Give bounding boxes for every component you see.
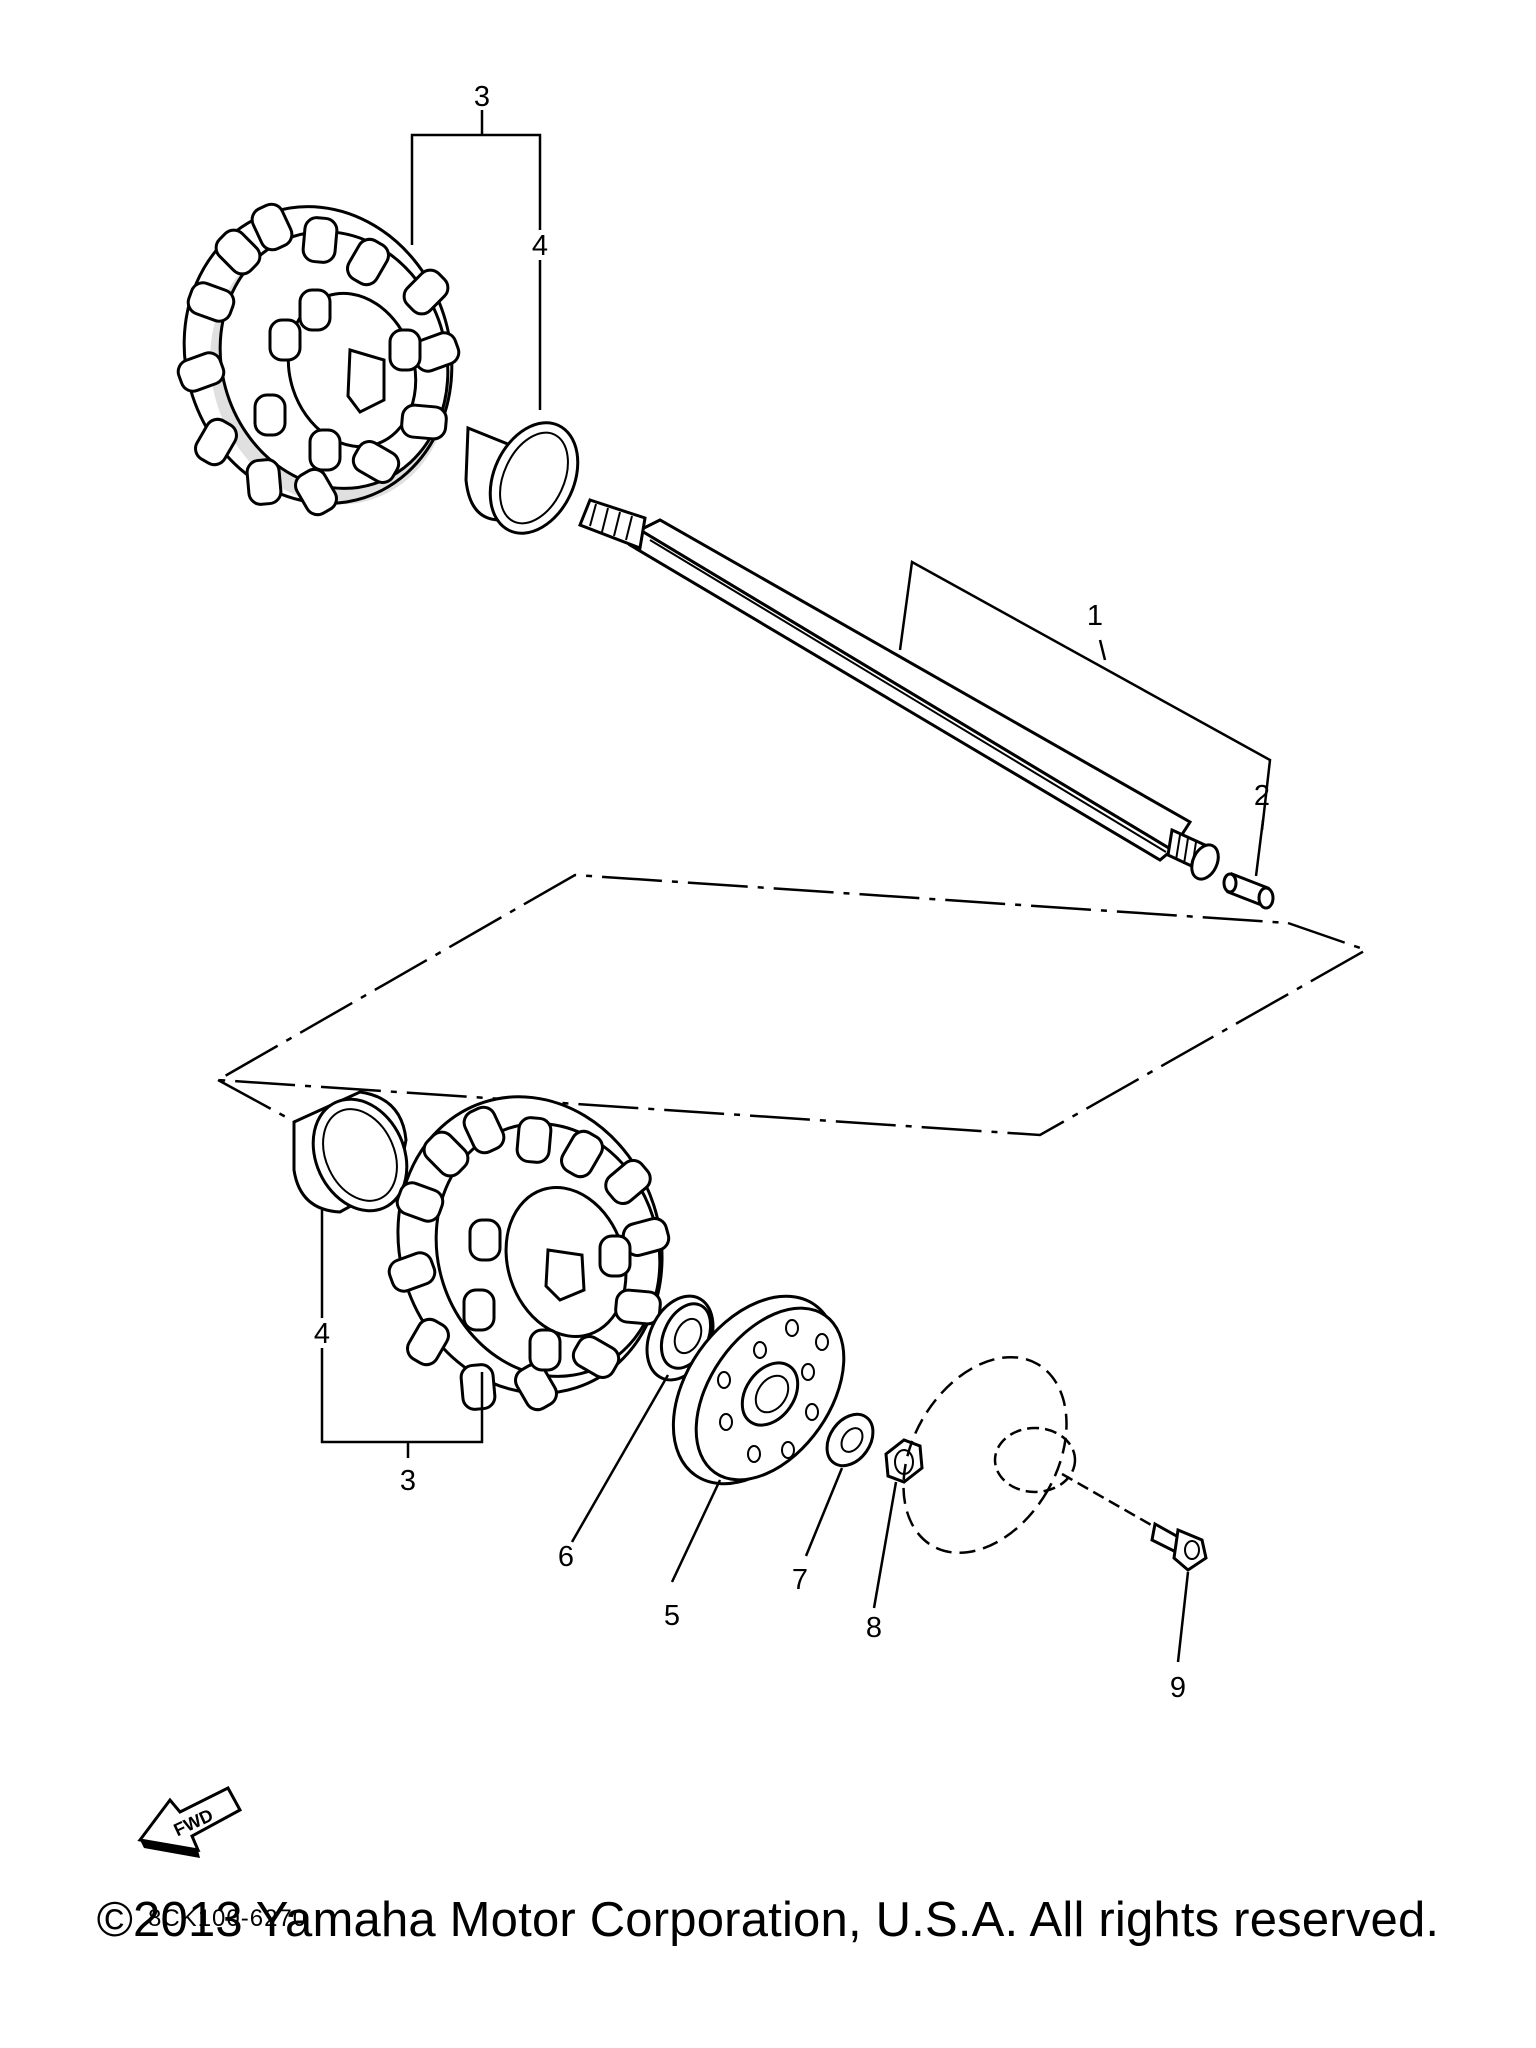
- washer: [825, 1412, 875, 1468]
- plate: [671, 1294, 846, 1486]
- plug: [1222, 871, 1275, 910]
- fwd-arrow-icon: FWD: [137, 1786, 243, 1858]
- copyright-notice: ©2013 Yamaha Motor Corporation, U.S.A. A…: [96, 1893, 1440, 1947]
- callout-4-lower: 4: [314, 1318, 330, 1350]
- callout-8: 8: [866, 1612, 882, 1644]
- lower-sprocket: [387, 1095, 671, 1412]
- leader-lines: [320, 110, 1272, 1663]
- callout-5: 5: [664, 1600, 680, 1632]
- callout-9: 9: [1170, 1672, 1186, 1704]
- callout-3-upper: 3: [474, 81, 490, 113]
- hub-flange: [902, 1355, 1161, 1555]
- nut: [884, 1438, 924, 1484]
- callout-1: 1: [1087, 600, 1103, 632]
- callout-3-lower: 3: [400, 1465, 416, 1497]
- callout-4-upper: 4: [532, 230, 548, 262]
- upper-collar: [464, 421, 580, 535]
- upper-sprocket: [176, 202, 461, 517]
- callout-2: 2: [1254, 780, 1270, 812]
- callout-6: 6: [558, 1541, 574, 1573]
- bolt: [1150, 1521, 1208, 1572]
- diagram-code: 8CK100-6270: [148, 1905, 307, 1932]
- lower-collar: [292, 1090, 409, 1214]
- shaft: [578, 498, 1220, 881]
- callout-7: 7: [792, 1564, 808, 1596]
- callout-numbers: 1 2 3 4 3 4 5 6 7 8 9: [309, 81, 1270, 1704]
